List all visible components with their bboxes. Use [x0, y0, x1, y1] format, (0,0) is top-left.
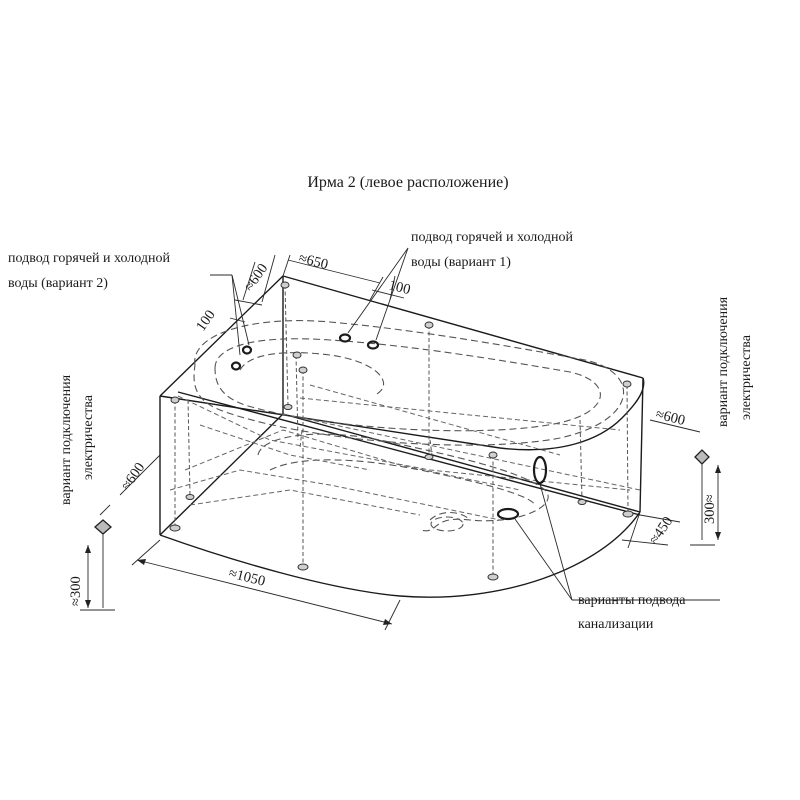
water-supply-v1-label-line2: воды (вариант 1) — [411, 255, 511, 270]
drain-opening-2 — [496, 507, 520, 521]
bathtub-outline — [159, 275, 645, 598]
dimension-300-right: 300≈ — [702, 494, 718, 524]
electric-left-label-line2: электричества — [81, 394, 96, 480]
water-inlet-v2-cold — [241, 345, 253, 355]
water-inlet-v1-hot — [338, 333, 352, 343]
water-supply-v2-label-line2: воды (вариант 2) — [8, 276, 108, 291]
drain-options-label-line2: канализации — [578, 617, 654, 632]
electric-socket-right-icon — [694, 449, 710, 465]
diagram-title: Ирма 2 (левое расположение) — [307, 174, 508, 191]
dimension-600-top: ≈600 — [241, 261, 271, 295]
drain-opening-1 — [532, 455, 548, 485]
electric-right-label-line2: электричества — [739, 334, 754, 420]
water-supply-v1-label-line1: подвод горячей и холодной — [411, 230, 573, 245]
dimension-100-left: 100 — [193, 307, 219, 334]
electrical-markers — [94, 449, 710, 535]
leader-lines — [210, 247, 720, 601]
dimension-600-left: ≈600 — [118, 460, 148, 494]
leg — [577, 419, 587, 505]
water-supply-v2-label-line1: подвод горячей и холодной — [8, 251, 170, 266]
dimension-1050: ≈1050 — [227, 565, 267, 589]
drain-options-label-line1: варианты подвода — [578, 593, 686, 608]
water-inlet-v1-cold — [366, 340, 380, 350]
electric-socket-left-icon — [94, 519, 112, 535]
leg — [292, 351, 302, 441]
dimension-600-right: ≈600 — [654, 406, 687, 429]
dimension-300-left: ≈300 — [68, 576, 84, 606]
leg — [299, 429, 433, 456]
leg — [280, 281, 293, 410]
leg — [169, 396, 181, 532]
leg — [297, 366, 309, 571]
leg — [424, 321, 434, 460]
inner-basin-hidden-lines — [169, 320, 641, 532]
leg — [622, 380, 634, 518]
electric-right-label-line1: вариант подключения — [716, 296, 731, 427]
dimension-100-right: 100 — [387, 277, 412, 298]
electric-left-label-line1: вариант подключения — [59, 374, 74, 505]
drain-openings — [496, 455, 548, 521]
water-inlet-v2-hot — [230, 361, 242, 371]
support-legs — [169, 281, 634, 581]
dimension-450: ≈450 — [646, 514, 676, 548]
water-inlets — [230, 333, 380, 371]
leg — [185, 399, 195, 500]
leg — [487, 451, 499, 581]
dimension-650: ≈650 — [297, 250, 330, 273]
